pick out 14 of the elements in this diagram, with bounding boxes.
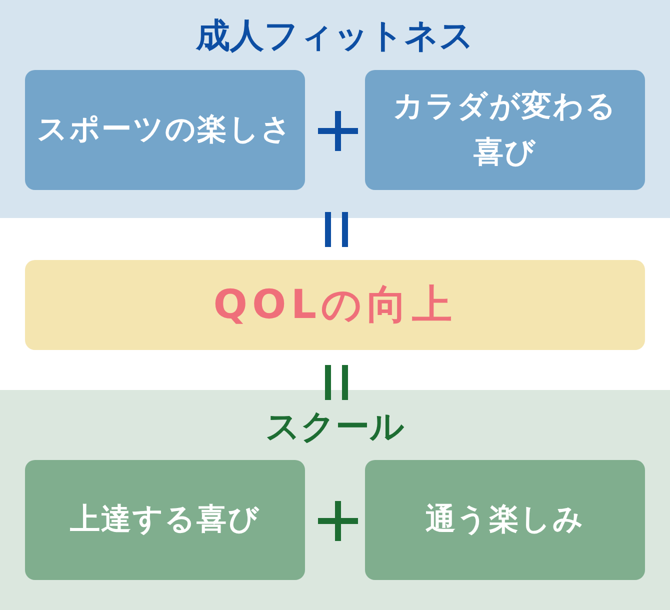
result-box	[25, 260, 645, 350]
box-text: 上達する喜び	[70, 501, 260, 539]
box-text: QOLの向上	[213, 281, 457, 330]
rounded-box	[25, 70, 305, 190]
section-band	[0, 0, 670, 218]
section-title: スクール	[264, 407, 406, 447]
box-text: カラダが変わる喜び	[392, 88, 618, 172]
section-band	[0, 390, 670, 610]
rounded-box	[365, 70, 645, 190]
rounded-box	[25, 460, 305, 580]
section-title: 成人フィットネス	[194, 16, 475, 56]
rounded-box	[365, 460, 645, 580]
box-text: 通う楽しみ	[426, 501, 584, 539]
box-text: スポーツの楽しさ	[37, 111, 293, 149]
